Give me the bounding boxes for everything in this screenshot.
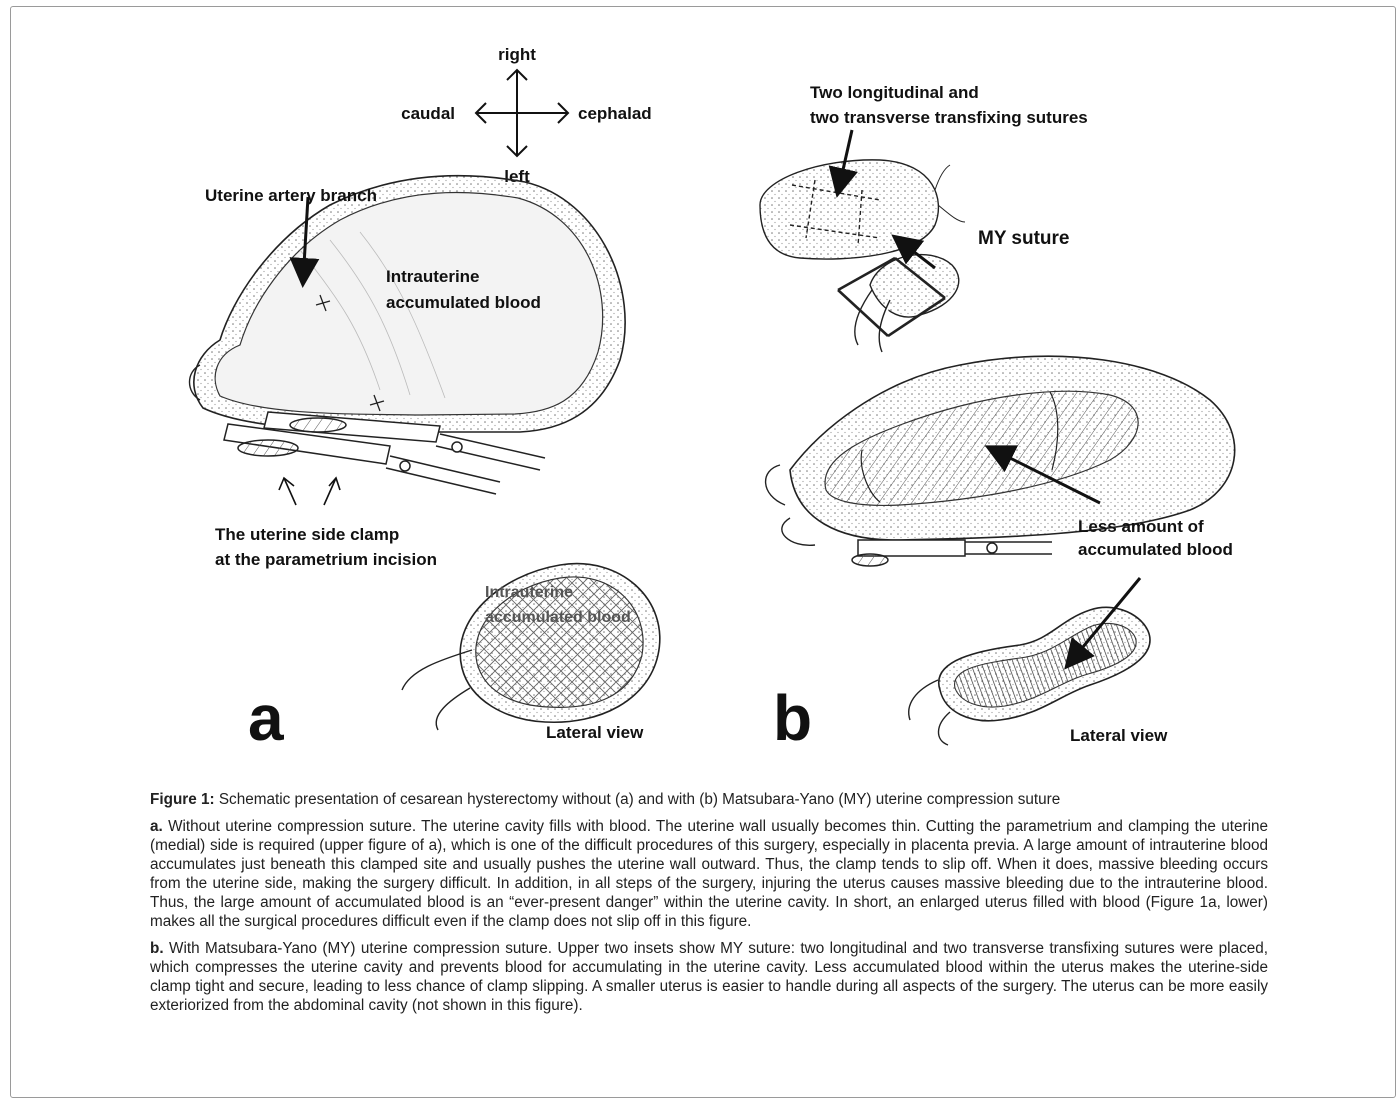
lateral-blood-line1: Intrauterine: [485, 584, 573, 601]
caption-paragraph-b: b. With Matsubara-Yano (MY) uterine comp…: [150, 939, 1268, 1015]
panel-b-clamp: [852, 540, 1052, 566]
artery-label: Uterine artery branch: [205, 186, 377, 205]
panel-a-letter: a: [248, 682, 284, 754]
panel-b-letter: b: [773, 682, 812, 754]
caption-a-text: Without uterine compression suture. The …: [150, 818, 1268, 930]
panel-a-clamp-arrows-icon: [279, 478, 340, 505]
panel-b-lateral-view: Lateral view: [1070, 726, 1168, 745]
caption-title-text: Schematic presentation of cesarean hyste…: [215, 791, 1061, 808]
compass-up-label: right: [498, 45, 536, 64]
less-blood-line2: accumulated blood: [1078, 540, 1233, 559]
figure-illustration: right left caudal cephalad Uterine arter…: [0, 0, 1397, 790]
caption-a-prefix: a.: [150, 818, 163, 835]
sutures-line2: two transverse transfixing sutures: [810, 108, 1088, 127]
panel-a-lateral-view: Lateral view: [546, 723, 644, 742]
caption-title-prefix: Figure 1:: [150, 791, 215, 808]
compass-arrows-icon: [476, 70, 568, 156]
caption-b-prefix: b.: [150, 940, 164, 957]
lateral-blood-line2: accumulated blood: [485, 609, 631, 626]
compass-left-label: caudal: [401, 104, 455, 123]
panel-b-suture-inset: [760, 160, 965, 259]
blood-label-line1: Intrauterine: [386, 267, 480, 286]
compass: right left caudal cephalad: [401, 45, 652, 186]
panel-b-folded-uterus: [838, 255, 959, 352]
panel-b-lateral-drawing: [909, 607, 1150, 745]
sutures-line1: Two longitudinal and: [810, 83, 979, 102]
compass-right-label: cephalad: [578, 104, 652, 123]
my-suture-label: MY suture: [978, 228, 1070, 249]
clamp-label-line2: at the parametrium incision: [215, 550, 437, 569]
clamp-label-line1: The uterine side clamp: [215, 525, 399, 544]
caption-b-text: With Matsubara-Yano (MY) uterine compres…: [150, 940, 1268, 1014]
caption-paragraph-a: a. Without uterine compression suture. T…: [150, 817, 1268, 931]
figure-caption: Figure 1: Schematic presentation of cesa…: [150, 790, 1268, 1023]
caption-title: Figure 1: Schematic presentation of cesa…: [150, 790, 1268, 809]
blood-label-line2: accumulated blood: [386, 293, 541, 312]
less-blood-line1: Less amount of: [1078, 517, 1204, 536]
